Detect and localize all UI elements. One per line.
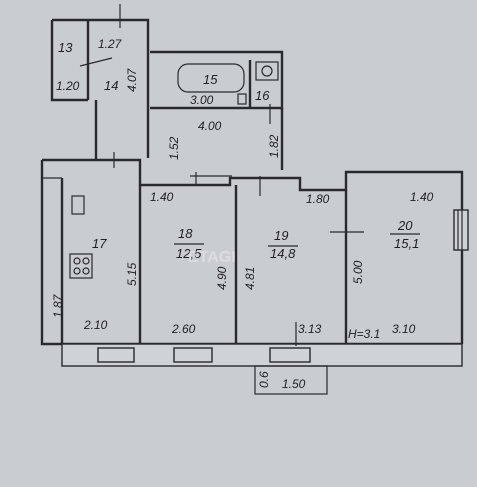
- room-19-area: 14,8: [270, 246, 296, 261]
- dim-1-20: 1.20: [56, 79, 80, 93]
- dim-4-90: 4.90: [215, 266, 229, 290]
- dim-3-10: 3.10: [392, 322, 416, 336]
- room-20-area: 15,1: [394, 236, 419, 251]
- dim-4-81: 4.81: [243, 267, 257, 290]
- dim-1-40-right: 1.40: [410, 190, 434, 204]
- room-18-number: 18: [178, 226, 193, 241]
- dimension-labels: 1.27 4.07 1.20 3.00 4.00 1.52 1.82 1.40 …: [51, 37, 434, 391]
- dim-1-40-left: 1.40: [150, 190, 174, 204]
- dim-3-13: 3.13: [298, 322, 322, 336]
- dim-1-80: 1.80: [306, 192, 330, 206]
- dim-1-27: 1.27: [98, 37, 123, 51]
- room-15-number: 15: [203, 72, 218, 87]
- ceiling-height: H=3.1: [348, 327, 380, 341]
- dim-3-00: 3.00: [190, 93, 214, 107]
- dim-4-07: 4.07: [125, 67, 139, 92]
- dim-2-10: 2.10: [83, 318, 108, 332]
- room-17-number: 17: [92, 236, 107, 251]
- watermark: ETAGI: [188, 249, 236, 266]
- room-labels: 13 14 15 16 17 18 12,5 19 14,8 20 15,1: [58, 40, 420, 261]
- dim-1-50: 1.50: [282, 377, 306, 391]
- dim-2-60: 2.60: [171, 322, 196, 336]
- dim-0-6: 0.6: [257, 371, 271, 388]
- dim-4-00: 4.00: [198, 119, 222, 133]
- dim-5-00: 5.00: [351, 260, 365, 284]
- room-14-number: 14: [104, 78, 118, 93]
- walls: [40, 4, 469, 395]
- room-16-number: 16: [255, 88, 270, 103]
- room-18-area: 12,5: [176, 246, 202, 261]
- dim-1-87: 1.87: [51, 293, 65, 318]
- room-13-number: 13: [58, 40, 73, 55]
- dim-1-82: 1.82: [267, 134, 281, 158]
- dim-5-15: 5.15: [125, 262, 139, 286]
- room-20-number: 20: [397, 218, 413, 233]
- dim-1-52: 1.52: [167, 136, 181, 160]
- room-19-number: 19: [274, 228, 288, 243]
